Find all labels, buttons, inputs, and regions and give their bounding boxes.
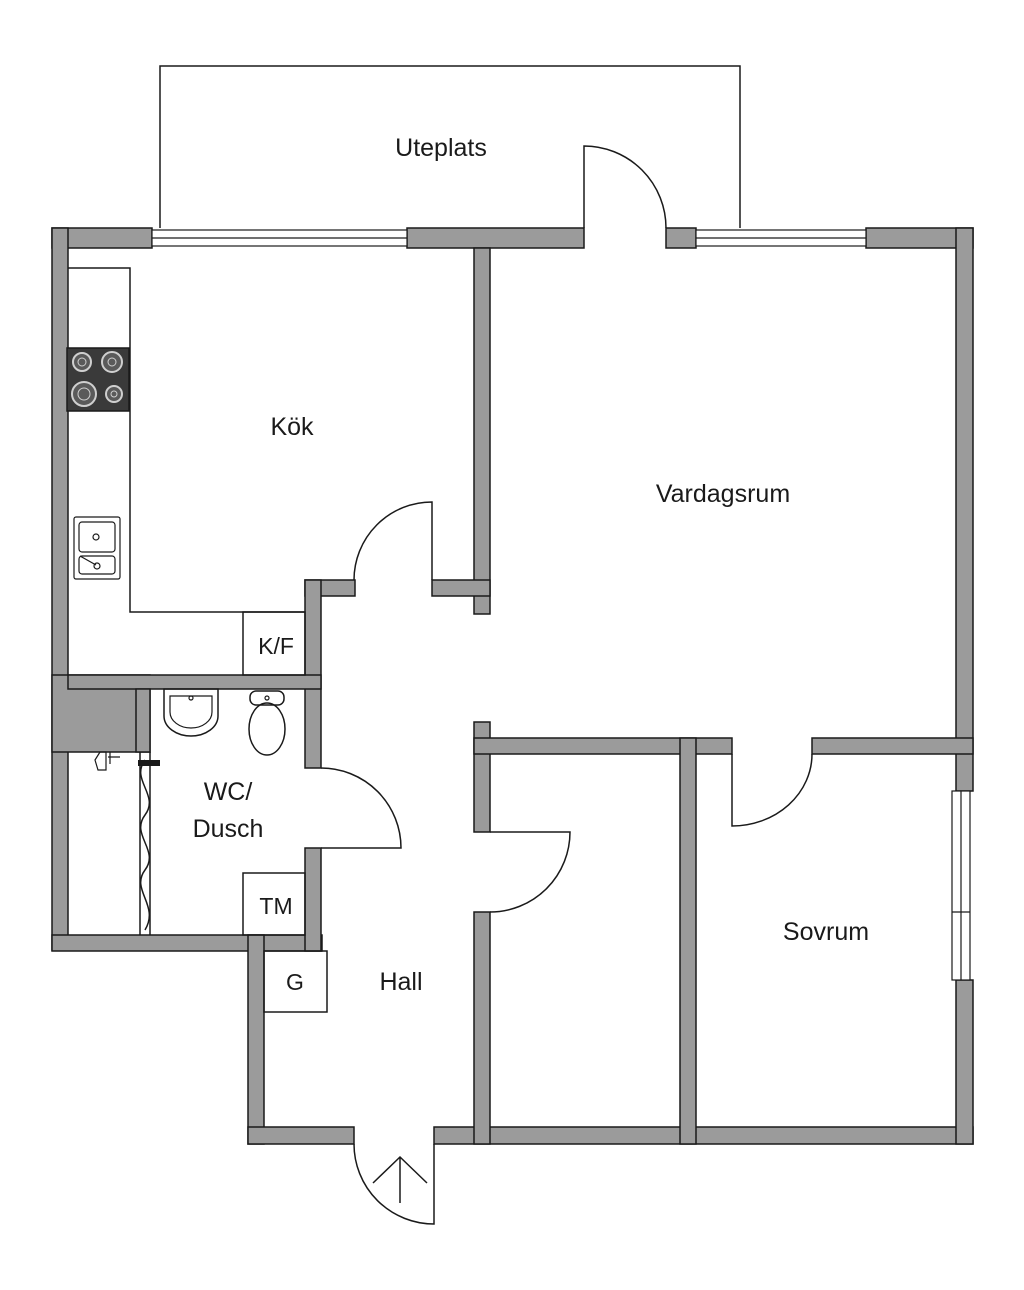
bottom-wall-left [247, 1126, 355, 1145]
fridge-freezer [242, 611, 306, 676]
bath-bottom-wall [51, 934, 323, 952]
bedroom-top-wall-left [473, 737, 733, 755]
kitchen-door [353, 501, 433, 581]
patio-outline [159, 65, 741, 228]
entrance-door [353, 1143, 435, 1225]
kitchen-living-wall [473, 247, 491, 615]
bath-top-wall [67, 674, 322, 690]
room-label-wc: WC/ [204, 778, 253, 806]
top-wall-middle [406, 227, 585, 249]
room-label-kok: Kök [270, 413, 314, 441]
room-label-dusch: Dusch [193, 815, 264, 843]
shower-curtain [139, 759, 151, 931]
shower-mixer-icon [94, 751, 120, 771]
label-g: G [286, 969, 304, 995]
right-wall-lower [955, 979, 974, 1145]
bath-west-wall [135, 688, 151, 753]
kitchen-fixtures [66, 267, 306, 676]
entrance-arrow-icon [372, 1155, 428, 1203]
room-label-vardagsrum: Vardagsrum [656, 480, 790, 508]
doors [320, 145, 813, 1225]
bathroom-fixtures [94, 688, 328, 1013]
toilet-icon [249, 690, 285, 706]
bedroom-top-wall-right [811, 737, 974, 755]
kitchen-door-stub [431, 579, 491, 597]
closet-bedroom-wall [679, 737, 697, 1145]
hall-east-wall-lower [473, 911, 491, 1145]
walls [51, 227, 974, 1145]
bottom-wall-right [433, 1126, 974, 1145]
label-tm: TM [259, 893, 292, 919]
washing-machine-cabinet [242, 872, 306, 936]
patio-door [583, 145, 667, 229]
bathroom-door [320, 767, 402, 849]
label-kf: K/F [258, 633, 294, 659]
closet-door [489, 831, 571, 913]
room-label-uteplats: Uteplats [395, 134, 487, 162]
bedroom-door [731, 753, 813, 827]
windows [151, 229, 971, 981]
hall-left-wall [247, 934, 265, 1145]
left-outer-wall [51, 227, 69, 951]
right-wall-upper [955, 227, 974, 792]
top-wall-door-right [665, 227, 697, 249]
hall-west-wall-lower [304, 847, 322, 952]
kitchen-sink-icon [73, 516, 121, 580]
wardrobe-g [263, 950, 328, 1013]
kitchen-counter [68, 267, 305, 613]
hall-west-wall-upper [304, 579, 322, 769]
room-label-hall: Hall [379, 968, 422, 996]
washbasin-icon [163, 688, 219, 737]
room-label-sovrum: Sovrum [783, 918, 869, 946]
